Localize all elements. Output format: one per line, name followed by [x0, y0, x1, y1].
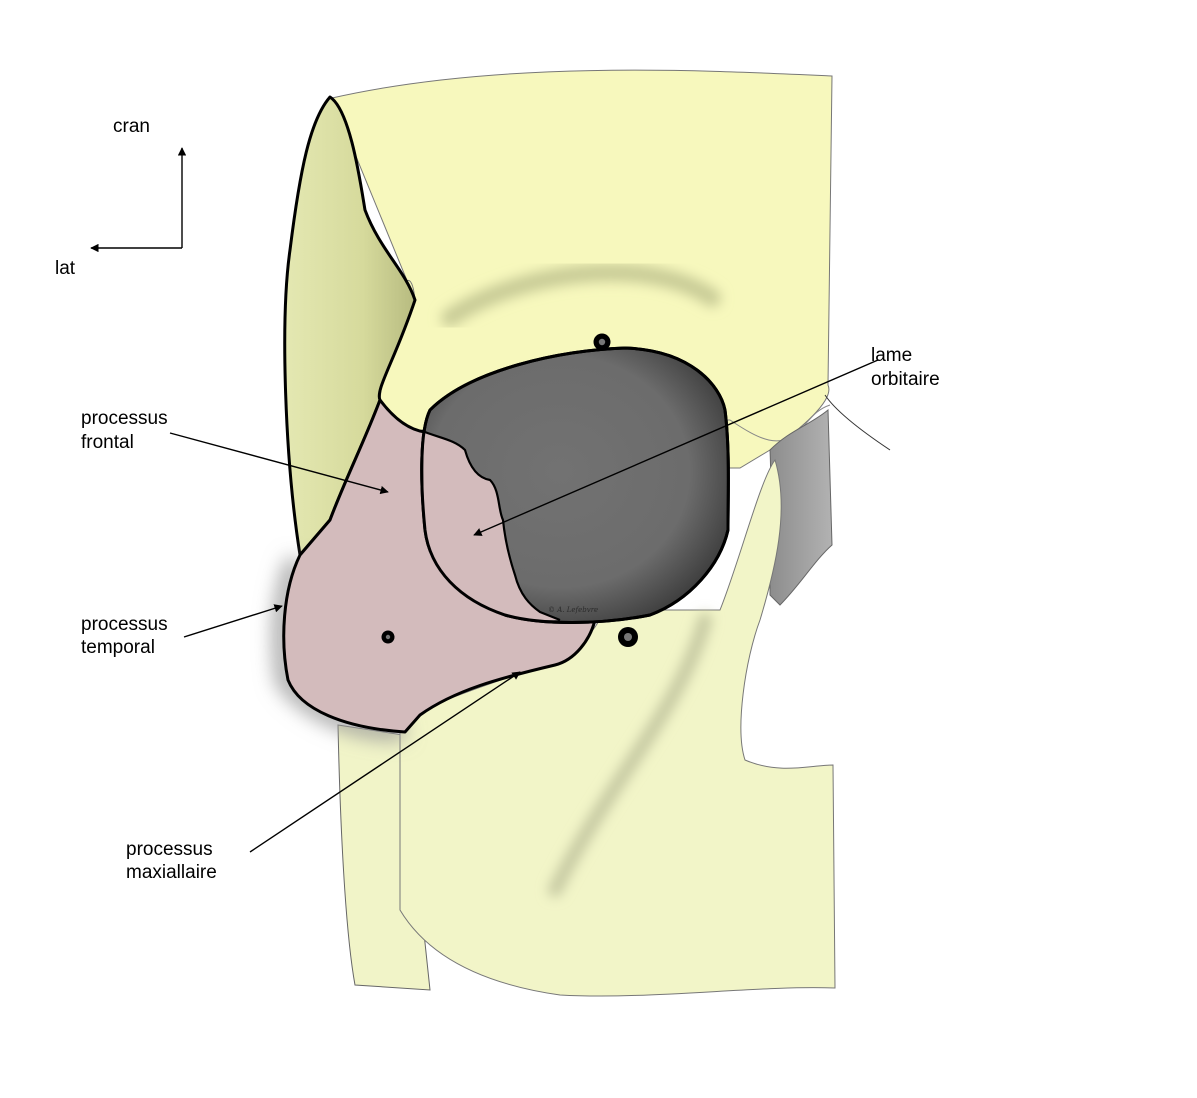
infraorbital-foramen	[618, 627, 638, 647]
orbital-plate	[423, 432, 560, 621]
supraorbital-foramen	[593, 333, 611, 351]
svg-text:orbitaire: orbitaire	[871, 369, 940, 390]
cranial-label: cran	[113, 116, 150, 137]
processus-maxillaire-label: processus maxiallaire	[126, 839, 217, 883]
svg-text:processus: processus	[81, 614, 168, 635]
zygomatic-bone	[282, 398, 597, 734]
lame-orbitaire-label: lame orbitaire	[871, 345, 940, 390]
svg-text:processus: processus	[81, 408, 168, 429]
orientation-indicator: cran lat	[55, 116, 187, 279]
processus-frontal-leader	[169, 432, 389, 495]
processus-maxillaire-leader	[249, 671, 521, 853]
brow-ridge-shadow	[441, 263, 721, 327]
svg-text:processus: processus	[126, 839, 213, 860]
svg-text:maxiallaire: maxiallaire	[126, 862, 217, 883]
svg-text:lame: lame	[871, 345, 912, 366]
svg-text:frontal: frontal	[81, 432, 134, 453]
lame-orbitaire-leader	[473, 359, 879, 536]
artist-signature: © A. Lefebvre	[548, 606, 598, 614]
maxilla-inner-shadow	[548, 613, 712, 897]
orbital-suture-line	[424, 430, 561, 622]
processus-temporal-label: processus temporal	[81, 614, 168, 658]
right-thin-line	[824, 394, 891, 451]
zygomaticofacial-foramen	[381, 630, 395, 644]
orbit-outline	[420, 346, 730, 624]
svg-text:temporal: temporal	[81, 637, 155, 658]
lateral-label: lat	[55, 258, 76, 279]
processus-frontal-label: processus frontal	[81, 408, 168, 453]
processus-temporal-leader	[183, 604, 283, 638]
